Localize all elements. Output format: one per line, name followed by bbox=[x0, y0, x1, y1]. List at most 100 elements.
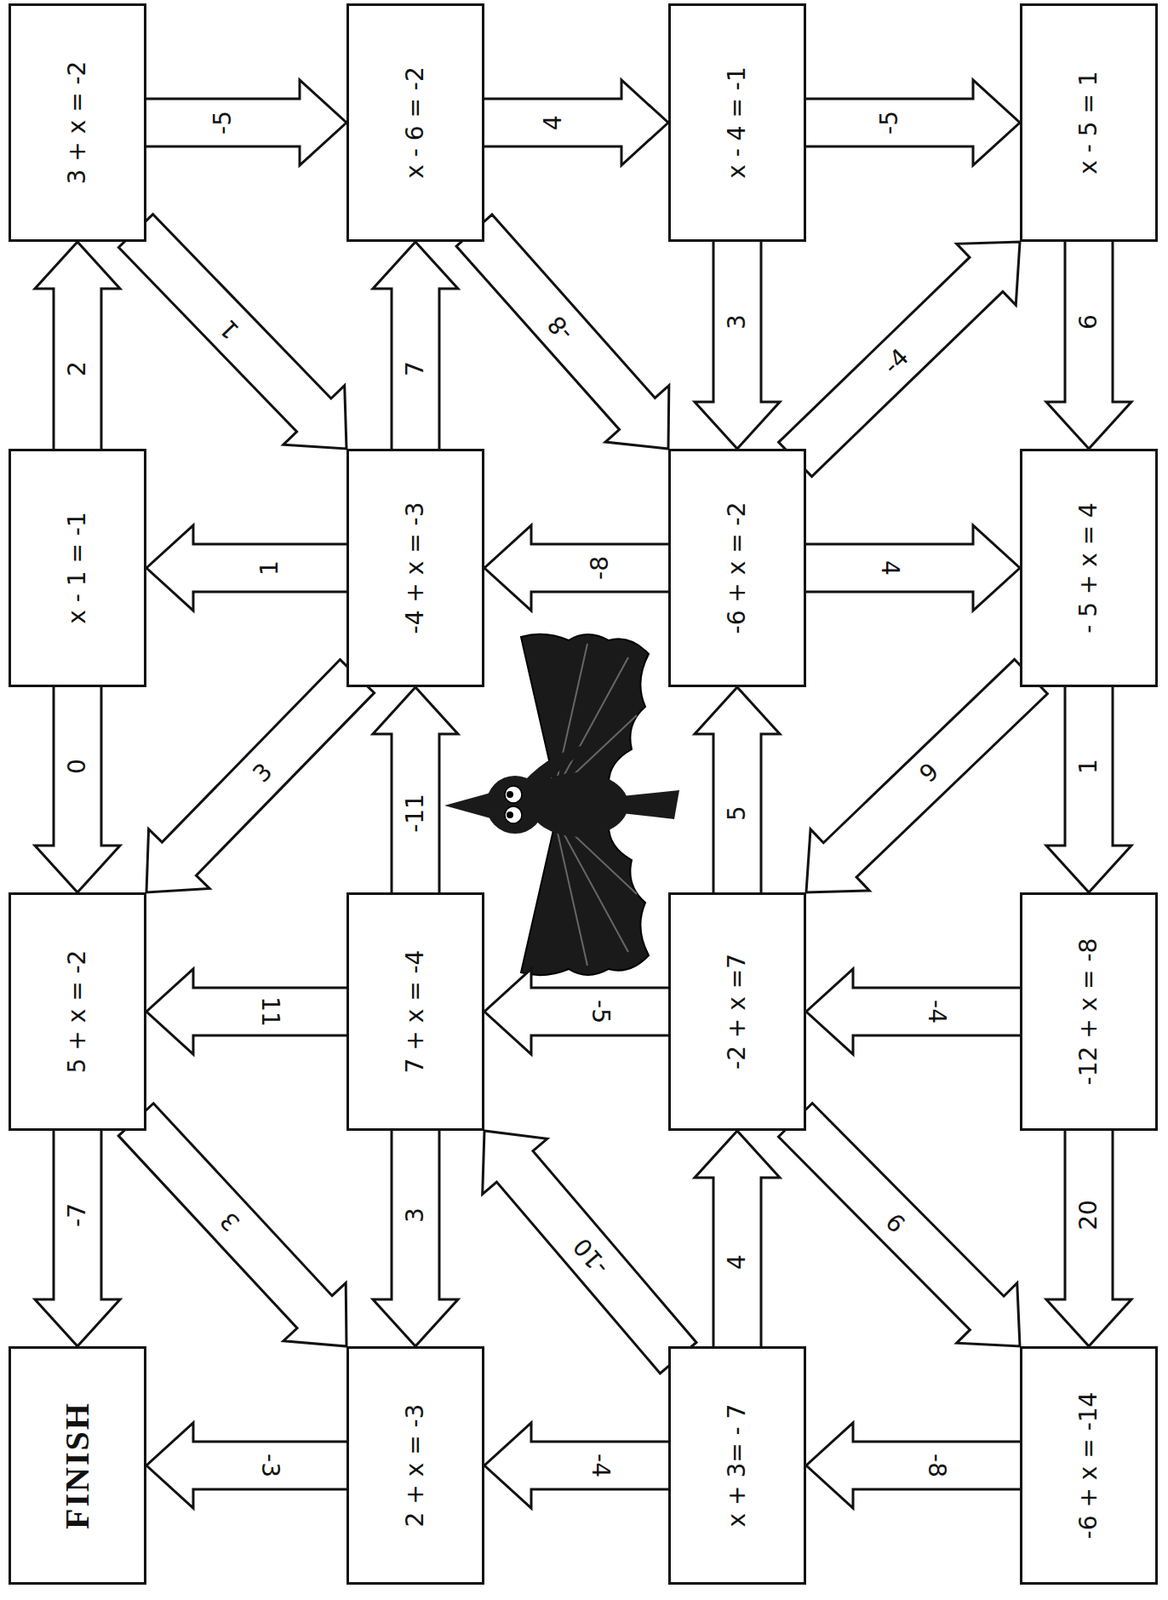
block-arrow bbox=[694, 1130, 780, 1362]
block-arrow bbox=[118, 214, 347, 449]
block-arrow bbox=[34, 241, 121, 464]
finish-box: FINISH bbox=[8, 1345, 147, 1585]
equation-text: 7 + x = -4 bbox=[402, 950, 430, 1074]
block-arrow bbox=[482, 1130, 697, 1374]
arrow-value: 3 bbox=[214, 1205, 247, 1237]
wing-finger bbox=[557, 827, 637, 966]
block-arrow bbox=[131, 80, 347, 166]
equation-box: 7 + x = -4 bbox=[346, 892, 485, 1131]
equation-box: x - 1 = -1 bbox=[8, 448, 147, 688]
equation-text: FINISH bbox=[58, 1401, 97, 1529]
arrow-value: -7 bbox=[64, 1201, 92, 1229]
block-arrow bbox=[484, 968, 684, 1054]
equation-box: x + 3= - 7 bbox=[668, 1345, 807, 1585]
arrow-value: -4 bbox=[877, 342, 916, 380]
block-arrow bbox=[372, 1115, 459, 1346]
block-arrow bbox=[778, 1103, 1020, 1346]
arrow-value: 7 bbox=[402, 359, 430, 378]
arrow-value: -5 bbox=[586, 997, 613, 1025]
block-arrow bbox=[790, 525, 1020, 611]
arrow-value: 1 bbox=[214, 312, 247, 344]
equation-text: x - 5 = 1 bbox=[1076, 70, 1103, 174]
block-arrow bbox=[694, 226, 780, 449]
equation-box: -6 + x = -14 bbox=[1019, 1345, 1158, 1585]
block-arrow bbox=[694, 687, 780, 908]
block-arrow bbox=[146, 659, 375, 893]
tail bbox=[621, 790, 680, 819]
head bbox=[486, 775, 544, 834]
pupil bbox=[506, 811, 514, 819]
block-arrow bbox=[778, 241, 1020, 477]
equation-text: -4 + x = -3 bbox=[402, 502, 430, 635]
beak bbox=[444, 791, 494, 819]
block-arrow bbox=[790, 80, 1020, 166]
equation-box: -6 + x = -2 bbox=[668, 448, 807, 688]
equation-text: x - 6 = -2 bbox=[402, 66, 430, 178]
block-arrow bbox=[484, 525, 684, 611]
equation-text: x - 1 = -1 bbox=[64, 511, 92, 624]
arrow-value: 4 bbox=[724, 1252, 751, 1272]
equation-box: -12 + x = -8 bbox=[1019, 892, 1158, 1131]
arrow-value: 20 bbox=[1076, 1197, 1103, 1232]
arrow-value: -8 bbox=[923, 1451, 951, 1479]
arrow-value: 3 bbox=[402, 1205, 430, 1225]
arrow-value: -5 bbox=[210, 108, 237, 137]
equation-text: 2 + x = -3 bbox=[402, 1403, 430, 1528]
block-arrow bbox=[806, 1422, 1036, 1508]
block-arrow bbox=[806, 968, 1036, 1054]
arrow-value: -8 bbox=[542, 309, 580, 347]
block-arrow bbox=[372, 241, 459, 464]
arrow-value: 4 bbox=[539, 113, 567, 132]
block-arrow bbox=[806, 658, 1048, 893]
arrow-value: 0 bbox=[64, 756, 92, 776]
block-arrow bbox=[456, 214, 670, 449]
arrow-value: -3 bbox=[257, 1451, 284, 1479]
block-arrow bbox=[372, 687, 459, 908]
equation-box: x - 5 = 1 bbox=[1019, 3, 1158, 242]
equation-text: -12 + x = -8 bbox=[1076, 938, 1103, 1086]
block-arrow bbox=[1046, 671, 1132, 893]
equation-box: 5 + x = -2 bbox=[8, 892, 147, 1131]
arrow-value: -4 bbox=[923, 997, 951, 1025]
arrow-value: 3 bbox=[724, 312, 751, 332]
arrow-value: 4 bbox=[876, 558, 904, 578]
equation-text: -6 + x = -2 bbox=[724, 502, 751, 635]
claws bbox=[587, 761, 607, 848]
block-arrow bbox=[1046, 1115, 1132, 1346]
arrow-value: 1 bbox=[257, 558, 284, 578]
eye bbox=[504, 806, 522, 824]
lower-wing bbox=[521, 825, 649, 975]
block-arrow bbox=[146, 525, 362, 611]
arrow-value: 9 bbox=[914, 757, 946, 790]
equation-text: -2 + x =7 bbox=[724, 953, 751, 1070]
pupil bbox=[506, 790, 514, 798]
arrow-value: 9 bbox=[881, 1205, 913, 1237]
eye bbox=[504, 785, 522, 803]
arrow-value: -11 bbox=[402, 791, 430, 835]
block-arrow bbox=[118, 1103, 347, 1346]
arrow-value: 11 bbox=[257, 994, 284, 1029]
arrow-value: 5 bbox=[724, 803, 751, 823]
arrow-value: 6 bbox=[1076, 312, 1103, 332]
upper-wing bbox=[521, 634, 649, 784]
block-arrow bbox=[34, 671, 121, 893]
equation-box: x - 4 = -1 bbox=[668, 3, 807, 242]
equation-text: x + 3= - 7 bbox=[724, 1403, 751, 1528]
arrow-value: -4 bbox=[586, 1451, 613, 1479]
arrow-value: -8 bbox=[586, 554, 613, 582]
block-arrow bbox=[1046, 226, 1132, 449]
arrow-value: 3 bbox=[246, 756, 279, 789]
arrow-value: 2 bbox=[64, 359, 92, 378]
equation-box: - 5 + x = 4 bbox=[1019, 448, 1158, 688]
equation-box: x - 6 = -2 bbox=[346, 3, 485, 242]
block-arrow bbox=[34, 1115, 121, 1346]
block-arrow bbox=[469, 80, 669, 166]
equation-text: x - 4 = -1 bbox=[724, 66, 751, 178]
equation-text: 3 + x = -2 bbox=[64, 61, 92, 185]
arrow-value: -5 bbox=[876, 108, 904, 137]
equation-box: -2 + x =7 bbox=[668, 892, 807, 1131]
